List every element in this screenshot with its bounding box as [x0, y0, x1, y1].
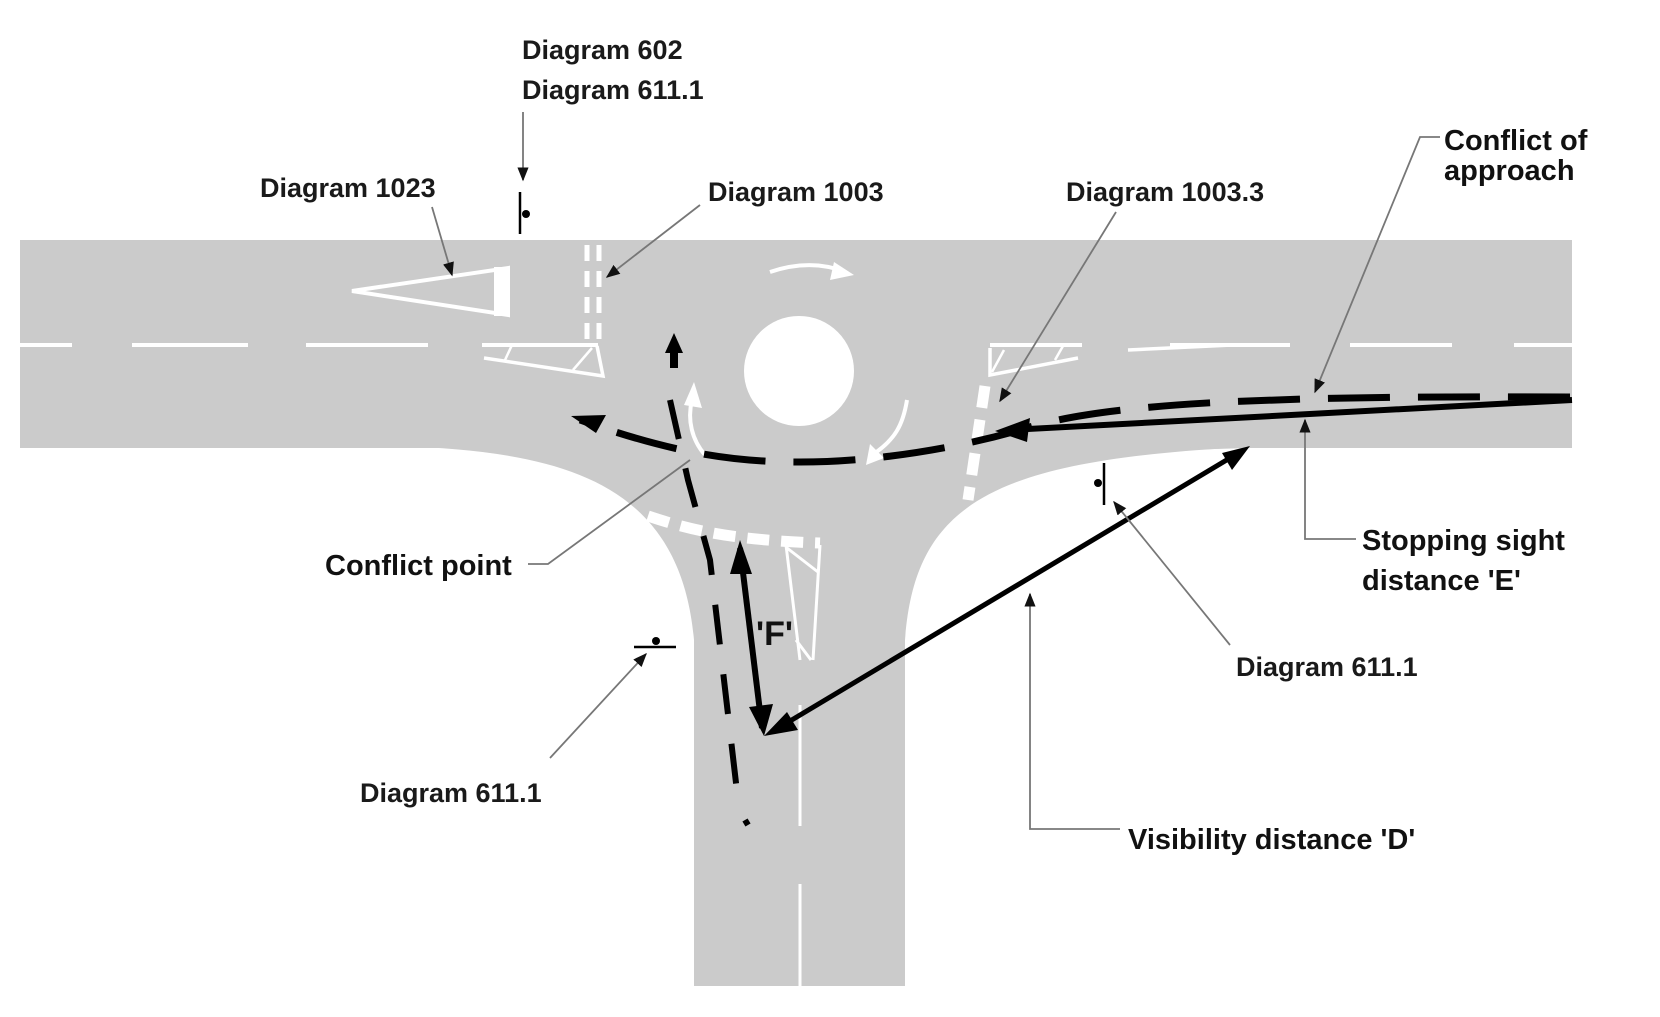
- west-hatched-island: [482, 343, 606, 379]
- label-diagram-1003-3: Diagram 1003.3: [1066, 177, 1264, 207]
- labels: Diagram 602 Diagram 611.1 Diagram 1023 D…: [260, 35, 1588, 856]
- label-diagram-611-1-top: Diagram 611.1: [522, 75, 704, 105]
- label-visibility-distance: Visibility distance 'D': [1128, 824, 1415, 856]
- vehicle-paths: [571, 393, 1573, 827]
- ahead-arrow-icon: [665, 333, 683, 368]
- label-conflict-of-approach-1: Conflict of: [1444, 125, 1588, 157]
- give-way-sign-post-icon: [518, 192, 530, 234]
- leader-lines: [431, 112, 1440, 830]
- circulating-path: [578, 393, 1571, 466]
- sign-post-east-icon: [1094, 463, 1106, 505]
- label-diagram-611-1-left: Diagram 611.1: [360, 778, 542, 808]
- label-diagram-602: Diagram 602: [522, 35, 683, 65]
- label-stopping-sight-2: distance 'E': [1362, 565, 1521, 597]
- label-distance-f: 'F': [756, 615, 793, 653]
- east-hatched-island: [988, 343, 1233, 378]
- stopping-sight-line: [1009, 397, 1573, 433]
- label-diagram-1003: Diagram 1003: [708, 177, 884, 207]
- south-hatched-island: [784, 544, 822, 661]
- right-junction-radius: [880, 446, 1230, 640]
- label-conflict-point: Conflict point: [325, 550, 512, 582]
- circulation-arrow-icon: [684, 262, 909, 465]
- side-road-with-junction-radii: [470, 446, 1250, 986]
- sign-post-south-icon: [634, 637, 676, 649]
- roundabout-central-island-icon: [744, 316, 854, 426]
- west-give-way-lines: [584, 245, 602, 342]
- label-conflict-of-approach-2: approach: [1444, 155, 1575, 187]
- visibility-d-arrow: [773, 449, 1242, 733]
- distance-f-arrow: [737, 547, 765, 729]
- label-diagram-1023: Diagram 1023: [260, 173, 436, 203]
- east-give-way-line: [962, 385, 991, 501]
- south-give-way-line: [646, 510, 821, 549]
- left-junction-radius: [400, 446, 720, 640]
- west-exit-arrowhead: [571, 415, 606, 433]
- label-diagram-611-1-right: Diagram 611.1: [1236, 652, 1418, 682]
- give-way-triangle-marking: [351, 265, 510, 318]
- crossing-path: [667, 399, 741, 801]
- label-stopping-sight-1: Stopping sight: [1362, 525, 1565, 557]
